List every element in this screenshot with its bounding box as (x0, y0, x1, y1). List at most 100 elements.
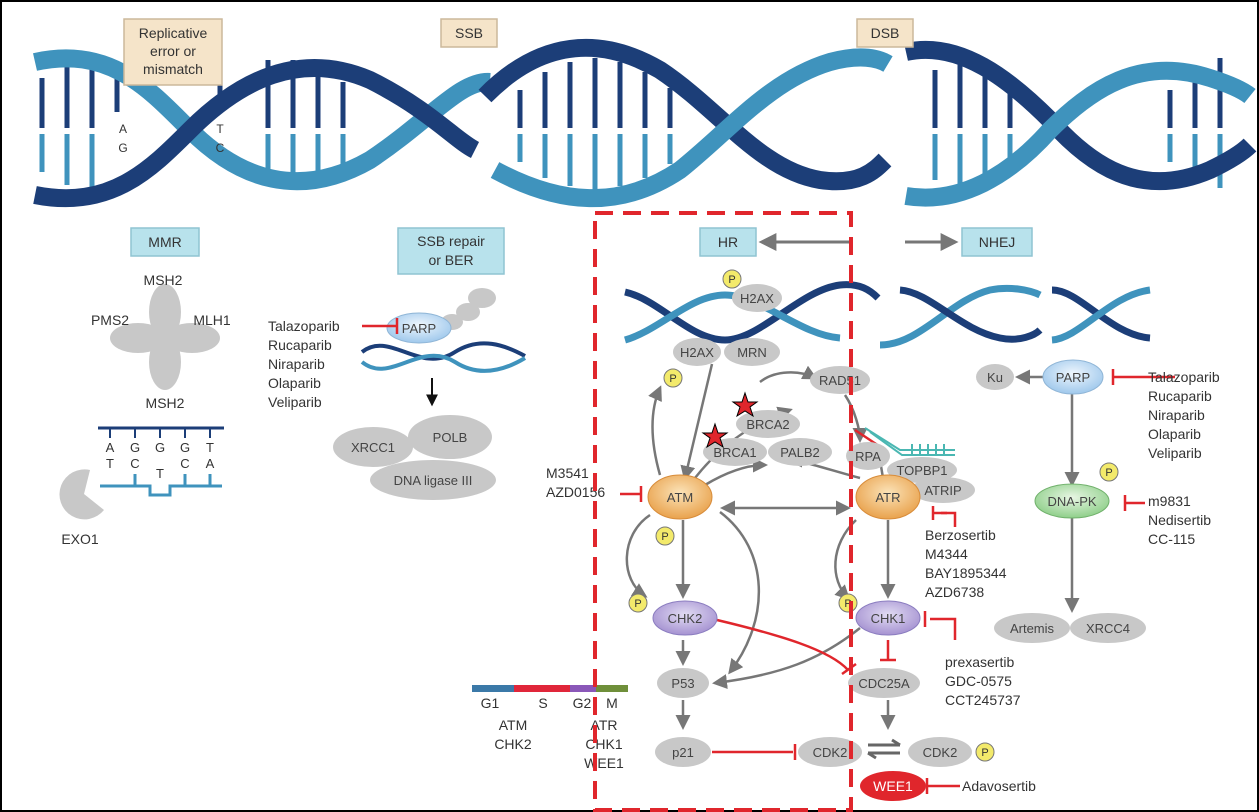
damage-label-dsb: DSB (856, 18, 914, 48)
node-cdk2-left: CDK2 (813, 745, 848, 760)
svg-text:XRCC1: XRCC1 (351, 440, 395, 455)
svg-text:Rucaparib: Rucaparib (268, 337, 332, 353)
svg-text:DNA ligase III: DNA ligase III (394, 473, 473, 488)
svg-text:G: G (130, 440, 140, 455)
damage-label-ssb: SSB (440, 18, 498, 48)
svg-text:CHK1: CHK1 (585, 736, 623, 752)
phase-bar-s (514, 685, 570, 692)
node-p53: P53 (671, 676, 694, 691)
hr-highlight-box (593, 211, 853, 812)
node-cdk2-right: CDK2 (923, 745, 958, 760)
svg-text:CC-115: CC-115 (1148, 531, 1195, 547)
phase-bar-m (596, 685, 628, 692)
svg-text:Niraparib: Niraparib (268, 356, 325, 372)
chk1-inhibitors: prexasertib GDC-0575 CCT245737 (945, 654, 1021, 708)
svg-text:NHEJ: NHEJ (979, 234, 1016, 250)
mismatch-letter-g: G (118, 141, 127, 155)
mismatch-letter-t: T (216, 122, 224, 136)
svg-text:DSB: DSB (871, 25, 900, 41)
svg-text:G: G (155, 440, 165, 455)
svg-text:Talazoparib: Talazoparib (1148, 369, 1220, 385)
svg-text:P: P (981, 747, 988, 759)
svg-text:AZD0156: AZD0156 (546, 484, 605, 500)
atm-inhibitors: M3541 AZD0156 (546, 465, 605, 500)
svg-text:WEE1: WEE1 (584, 755, 624, 771)
pathway-label-mmr: MMR (130, 227, 200, 257)
phase-bar-g1 (472, 685, 514, 692)
svg-text:GDC-0575: GDC-0575 (945, 673, 1012, 689)
svg-text:P: P (669, 373, 676, 385)
svg-text:P: P (728, 274, 735, 286)
node-rad51: RAD51 (819, 373, 861, 388)
svg-text:BAY1895344: BAY1895344 (925, 565, 1007, 581)
svg-text:HR: HR (718, 234, 738, 250)
svg-text:CCT245737: CCT245737 (945, 692, 1021, 708)
dna-helix-top: A G T C (33, 38, 1257, 208)
pathway-label-nhej: NHEJ (961, 227, 1033, 257)
node-ku: Ku (987, 370, 1003, 385)
node-dnapk: DNA-PK (1047, 494, 1096, 509)
svg-text:T: T (206, 440, 214, 455)
svg-text:prexasertib: prexasertib (945, 654, 1014, 670)
svg-text:m9831: m9831 (1148, 493, 1191, 509)
svg-text:AZD6738: AZD6738 (925, 584, 984, 600)
svg-text:Replicative: Replicative (139, 25, 208, 41)
node-nhej-parp: PARP (1056, 370, 1090, 385)
nhej-pathway: Ku PARP DNA-PK Artemis XRCC4 (976, 359, 1146, 643)
svg-text:MSH2: MSH2 (146, 395, 185, 411)
svg-text:G: G (180, 440, 190, 455)
svg-text:MLH1: MLH1 (193, 312, 231, 328)
svg-text:Veliparib: Veliparib (1148, 445, 1202, 461)
cdk2-equilibrium-arrows (867, 738, 901, 760)
svg-text:C: C (180, 456, 189, 471)
svg-text:CHK2: CHK2 (494, 736, 532, 752)
dnapk-inhibitors: m9831 Nedisertib CC-115 (1148, 493, 1211, 547)
svg-text:MSH2: MSH2 (144, 272, 183, 288)
svg-text:or BER: or BER (428, 252, 473, 268)
ber-complex: PARP XRCC1 POLB DNA ligase III (333, 288, 527, 500)
node-h2ax-top: H2AX (740, 291, 774, 306)
node-xrcc4: XRCC4 (1086, 621, 1130, 636)
node-rpa: RPA (855, 449, 881, 464)
mmr-complex: MSH2 PMS2 MLH1 MSH2 (91, 272, 231, 411)
node-h2ax: H2AX (680, 345, 714, 360)
svg-text:Niraparib: Niraparib (1148, 407, 1205, 423)
svg-text:A: A (106, 440, 115, 455)
star-icon-brca2 (731, 391, 759, 418)
svg-text:T: T (106, 456, 114, 471)
node-atm: ATM (667, 490, 693, 505)
nhej-parp-inhibitors: Talazoparib Rucaparib Niraparib Olaparib… (1148, 369, 1220, 461)
ber-parp-inhibitors: Talazoparib Rucaparib Niraparib Olaparib… (268, 318, 399, 410)
wee1-inhibitor: Adavosertib (962, 778, 1036, 794)
node-brca2: BRCA2 (746, 417, 789, 432)
svg-text:ATM: ATM (499, 717, 528, 733)
svg-text:Nedisertib: Nedisertib (1148, 512, 1211, 528)
svg-text:SSB repair: SSB repair (417, 233, 485, 249)
rpa-ssdna (864, 427, 955, 456)
brca-mutation-stars (701, 391, 759, 449)
phase-label-g2: G2 (573, 695, 592, 711)
phase-label-m: M (606, 695, 618, 711)
atr-inhibitors: Berzosertib M4344 BAY1895344 AZD6738 (925, 527, 1007, 600)
phospho-badges: P P P P P P P (628, 269, 1119, 762)
phase-label-g1: G1 (481, 695, 500, 711)
svg-text:Olaparib: Olaparib (1148, 426, 1201, 442)
svg-text:P: P (844, 598, 851, 610)
node-atrip: ATRIP (924, 483, 961, 498)
svg-text:ATR: ATR (591, 717, 618, 733)
node-mrn: MRN (737, 345, 767, 360)
phase-bar-g2 (570, 685, 596, 692)
exo1-pacman-shape (59, 469, 104, 520)
node-p21: p21 (672, 745, 694, 760)
svg-text:M4344: M4344 (925, 546, 968, 562)
svg-text:P: P (661, 531, 668, 543)
mismatch-letter-a: A (119, 122, 127, 136)
svg-text:Talazoparib: Talazoparib (268, 318, 340, 334)
node-chk2: CHK2 (668, 611, 703, 626)
pathway-label-hr: HR (699, 227, 757, 257)
svg-text:error or: error or (150, 43, 196, 59)
svg-text:Rucaparib: Rucaparib (1148, 388, 1212, 404)
svg-text:A: A (206, 456, 215, 471)
node-wee1: WEE1 (873, 778, 913, 794)
